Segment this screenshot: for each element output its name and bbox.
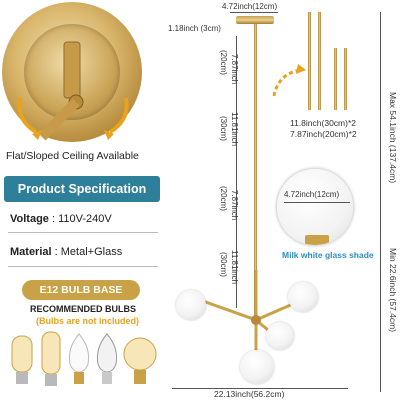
globe-closeup xyxy=(277,169,353,245)
long-rod-1 xyxy=(308,12,311,110)
ceiling-caption: Flat/Sloped Ceiling Available xyxy=(6,150,139,162)
globe-left xyxy=(176,290,206,320)
short-rods-label: 7.87inch(20cm)*2 xyxy=(290,129,357,139)
swivel-joint-icon xyxy=(17,41,129,141)
min-height-label: Min 22.6inch (57.4cm) xyxy=(388,248,398,333)
long-rods-label: 11.8inch(30cm)*2 xyxy=(290,118,356,128)
candle-bulb-icon xyxy=(68,333,90,384)
rods-arrow-icon xyxy=(272,64,306,97)
canopy-closeup-image xyxy=(2,2,142,142)
tube-bulb-icon xyxy=(41,331,61,386)
short-rod-2 xyxy=(344,48,347,110)
recommended-bulbs-title: RECOMMENDED BULBS xyxy=(30,304,137,314)
bulb-base-badge: E12 BULB BASE xyxy=(22,280,140,300)
globe-closeup-image xyxy=(276,168,354,246)
material-key: Material xyxy=(10,246,52,258)
rod-b-label: 11.81inch xyxy=(230,112,239,147)
long-rod-2 xyxy=(318,12,321,110)
globe-bulb-icon xyxy=(123,337,157,384)
rod-a-cm-label: (20cm) xyxy=(219,50,228,75)
spec-divider xyxy=(8,232,158,233)
material-row: Material : Metal+Glass xyxy=(10,246,123,258)
edison-bulb-icon xyxy=(11,335,33,384)
globe-diameter-line xyxy=(284,202,350,203)
rod-dimension-line xyxy=(236,36,237,308)
material-value: Metal+Glass xyxy=(60,246,123,258)
twisted-candle-bulb-icon xyxy=(96,333,118,384)
canopy-width-line xyxy=(230,12,278,13)
max-height-label: Max 54.1inch (137.4cm) xyxy=(388,92,398,184)
voltage-key: Voltage xyxy=(10,213,49,225)
bulb-options-icon xyxy=(11,331,157,386)
total-width-line xyxy=(172,388,348,389)
canopy-height-label: 1.18inch (3cm) xyxy=(168,24,221,33)
canopy-width-label: 4.72inch(12cm) xyxy=(222,2,278,11)
main-rod xyxy=(254,24,257,324)
globe-diameter-label: 4.72inch(12cm) xyxy=(284,190,340,199)
canopy-image xyxy=(236,16,274,24)
overall-height-line xyxy=(380,12,381,392)
bulbs-not-included-note: (Bulbs are not included) xyxy=(36,316,140,326)
short-rod-1 xyxy=(334,48,337,110)
globe-middle xyxy=(266,322,294,350)
voltage-row: Voltage : 110V-240V xyxy=(10,213,112,225)
globe-bottom xyxy=(240,350,274,384)
rod-a-label: 7.87inch xyxy=(230,54,239,85)
milk-glass-label: Milk white glass shade xyxy=(282,250,374,260)
voltage-value: 110V-240V xyxy=(58,213,112,225)
spec-banner: Product Specification xyxy=(4,176,160,202)
total-width-label: 22.13inch(56.2cm) xyxy=(214,389,285,399)
globe-right xyxy=(288,282,318,312)
rod-b-cm-label: (30cm) xyxy=(219,116,228,141)
rod-c-cm-label: (20cm) xyxy=(219,186,228,211)
spec-divider xyxy=(8,266,158,267)
rod-c-label: 7.87inch xyxy=(230,190,239,221)
globe-holder xyxy=(305,235,329,245)
